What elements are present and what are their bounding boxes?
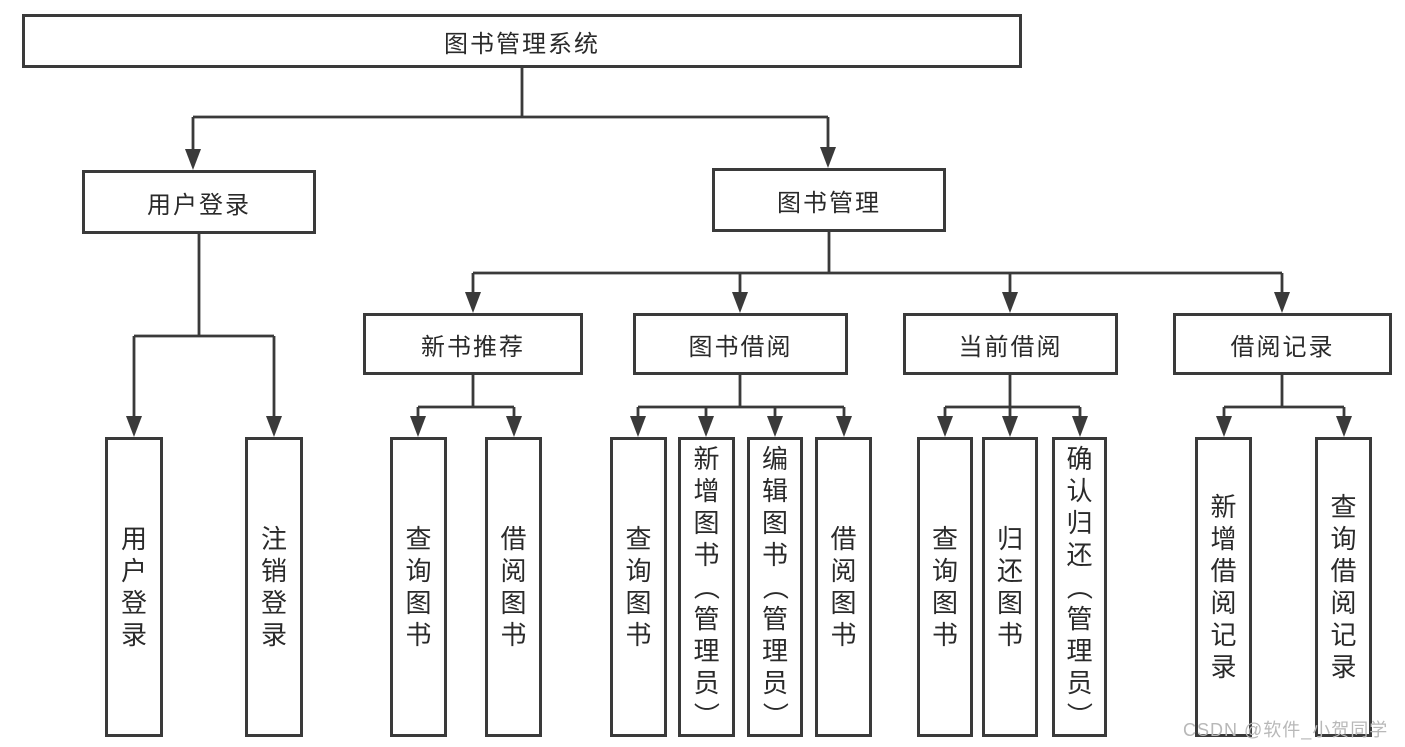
leaf-query-books-recommend-label: 查询图书: [405, 524, 432, 650]
leaf-query-books-current: 查询图书: [917, 437, 973, 737]
node-book-borrow-label: 图书借阅: [688, 333, 793, 361]
leaf-query-books-borrow-label: 查询图书: [625, 524, 652, 650]
node-root-label: 图书管理系统: [444, 30, 600, 58]
arrowhead-icon: [266, 416, 282, 437]
arrowhead-icon: [410, 416, 426, 437]
arrowhead-icon: [185, 149, 201, 170]
leaf-query-borrow-record-label: 查询借阅记录: [1330, 492, 1357, 682]
tree-edges: [132, 68, 1346, 416]
csdn-watermark: CSDN @软件_小贺同学: [1183, 720, 1389, 740]
leaf-query-books-borrow: 查询图书: [610, 437, 667, 737]
leaf-return-book: 归还图书: [982, 437, 1038, 737]
node-book-management: 图书管理: [712, 168, 946, 232]
leaf-add-borrow-record-label: 新增借阅记录: [1210, 492, 1237, 682]
arrowhead-icon: [1336, 416, 1352, 437]
arrowhead-icon: [767, 416, 783, 437]
leaf-add-book-admin: 新增图书（管理员）: [678, 437, 735, 737]
node-current-borrow-label: 当前借阅: [958, 333, 1063, 361]
leaf-add-borrow-record: 新增借阅记录: [1195, 437, 1252, 737]
node-borrow-records-label: 借阅记录: [1230, 333, 1335, 361]
leaf-confirm-return-admin: 确认归还（管理员）: [1052, 437, 1107, 737]
arrowhead-icon: [820, 147, 836, 168]
node-current-borrow: 当前借阅: [903, 313, 1118, 375]
arrowhead-icon: [1072, 416, 1088, 437]
leaf-edit-book-admin: 编辑图书（管理员）: [747, 437, 803, 737]
arrowhead-icon: [1216, 416, 1232, 437]
leaf-query-books-recommend: 查询图书: [390, 437, 447, 737]
arrowhead-icon: [1002, 292, 1018, 313]
arrowhead-icon: [732, 292, 748, 313]
arrowhead-icon: [1274, 292, 1290, 313]
node-root: 图书管理系统: [22, 14, 1022, 68]
arrowhead-icon: [937, 416, 953, 437]
leaf-borrow-books-borrow-label: 借阅图书: [830, 524, 857, 650]
arrowhead-icon: [126, 416, 142, 437]
leaf-user-login: 用户登录: [105, 437, 163, 737]
leaf-query-books-current-label: 查询图书: [931, 524, 958, 650]
leaf-return-book-label: 归还图书: [996, 524, 1023, 650]
leaf-user-login-label: 用户登录: [120, 524, 147, 650]
leaf-query-borrow-record: 查询借阅记录: [1315, 437, 1372, 737]
leaf-borrow-books-recommend-label: 借阅图书: [500, 524, 527, 650]
node-user-login-label: 用户登录: [147, 191, 251, 219]
node-borrow-records: 借阅记录: [1173, 313, 1392, 375]
node-book-borrow: 图书借阅: [633, 313, 848, 375]
leaf-borrow-books-recommend: 借阅图书: [485, 437, 542, 737]
node-user-login: 用户登录: [82, 170, 316, 234]
leaf-add-book-admin-label: 新增图书（管理员）: [691, 444, 722, 729]
arrowhead-icon: [836, 416, 852, 437]
arrowhead-icon: [698, 416, 714, 437]
arrowhead-icon: [506, 416, 522, 437]
leaf-confirm-return-admin-label: 确认归还（管理员）: [1064, 444, 1095, 729]
node-new-book-recommend: 新书推荐: [363, 313, 583, 375]
leaf-borrow-books-borrow: 借阅图书: [815, 437, 872, 737]
leaf-logout-label: 注销登录: [260, 524, 287, 650]
node-new-book-recommend-label: 新书推荐: [421, 333, 525, 361]
arrowhead-icon: [465, 292, 481, 313]
arrowhead-icon: [1002, 416, 1018, 437]
leaf-logout: 注销登录: [245, 437, 303, 737]
node-book-management-label: 图书管理: [777, 189, 881, 217]
arrowhead-icon: [630, 416, 646, 437]
leaf-edit-book-admin-label: 编辑图书（管理员）: [759, 444, 790, 729]
